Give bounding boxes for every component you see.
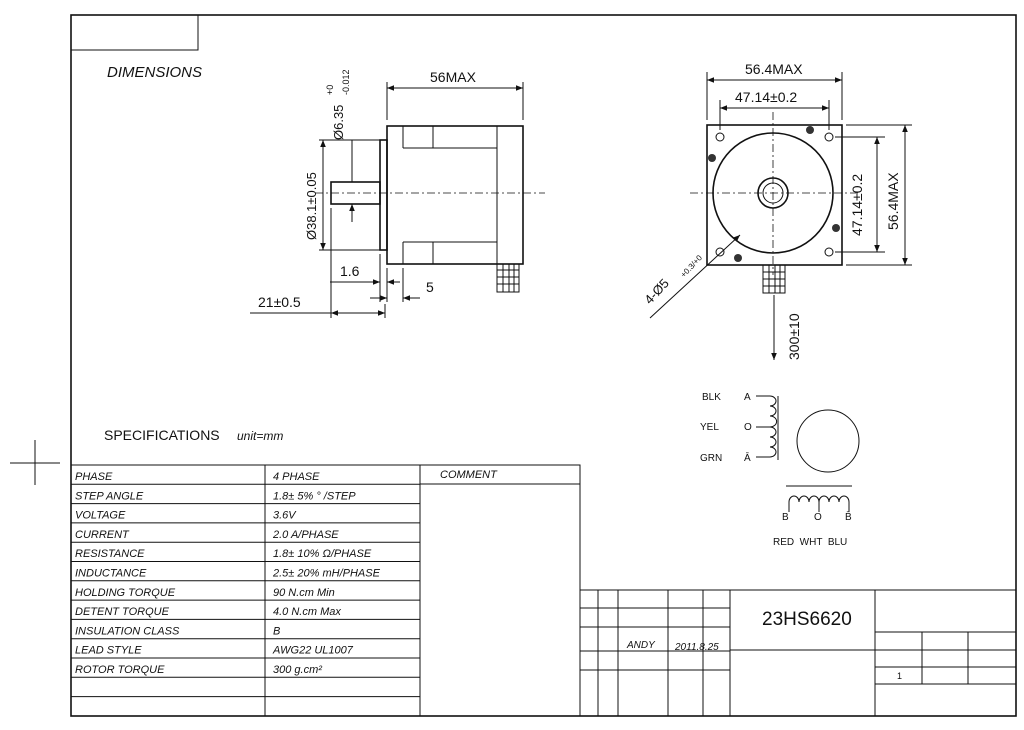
part-number: 23HS6620 xyxy=(762,609,852,630)
dim-boss-height: 1.6 xyxy=(340,263,360,279)
pin-o-left: O xyxy=(744,422,752,433)
pin-a-bar: Ā xyxy=(744,452,751,464)
spec-param: LEAD STYLE xyxy=(75,645,142,657)
dim-shaft-tol-upper: +0 xyxy=(325,85,335,95)
dim-hole-spacing-h: 47.14±0.2 xyxy=(735,89,797,105)
dim-boss-dia: Ø38.1±0.05 xyxy=(304,172,319,240)
dim-flange-thk: 5 xyxy=(426,279,434,295)
spec-table: COMMENT PHASE 4 PHASE STEP ANGLE 1.8± 5% ° … xyxy=(70,464,581,717)
motor-side-view: 56MAX Ø6.35 +0 -0.012 Ø38.1±0.05 1.6 5 2… xyxy=(250,69,545,318)
dim-shaft-tol-lower: -0.012 xyxy=(341,69,351,95)
wire-label-blk: BLK xyxy=(702,392,721,403)
spec-param: INDUCTANCE xyxy=(75,568,147,580)
spec-value: 4 PHASE xyxy=(273,471,320,483)
spec-value: 2.5± 20% mH/PHASE xyxy=(272,568,381,580)
spec-value: 300 g.cm² xyxy=(273,664,322,676)
spec-value: 1.8± 10% Ω/PHASE xyxy=(273,548,372,560)
wire-label-yel: YEL xyxy=(700,422,719,433)
spec-param: RESISTANCE xyxy=(75,548,145,560)
spec-param: INSULATION CLASS xyxy=(75,625,180,637)
dim-side-length: 56MAX xyxy=(430,69,477,85)
dim-hole-spacing-v: 47.14±0.2 xyxy=(849,174,865,236)
dim-shaft-length: 21±0.5 xyxy=(258,294,301,310)
dim-shaft-dia: Ø6.35 xyxy=(331,105,346,140)
wiring-diagram: BLK YEL GRN A O Ā B O B̄ RED WHT BLU xyxy=(700,392,860,548)
spec-value: 90 N.cm Min xyxy=(273,587,335,599)
spec-param: CURRENT xyxy=(75,529,130,541)
wire-colors-bottom: RED WHT BLU xyxy=(773,537,847,548)
spec-value: AWG22 UL1007 xyxy=(272,645,354,657)
motor-front-view: 56.4MAX 47.14±0.2 47.14±0.2 56.4MAX 4-Ø5… xyxy=(641,61,912,360)
dim-front-width: 56.4MAX xyxy=(745,61,803,77)
drawing-date: 2011.8.25 xyxy=(674,642,719,653)
spec-param: DETENT TORQUE xyxy=(75,606,170,618)
lead-wires-side xyxy=(496,263,520,293)
spec-value: 2.0 A/PHASE xyxy=(272,529,339,541)
spec-param: ROTOR TORQUE xyxy=(75,664,165,676)
pin-a: A xyxy=(744,392,751,403)
spec-value: 3.6V xyxy=(273,510,297,522)
spec-param: PHASE xyxy=(75,471,113,483)
dim-lead-length: 300±10 xyxy=(786,313,802,360)
comment-header: COMMENT xyxy=(440,469,498,481)
sheet-number: 1 xyxy=(897,671,902,681)
spec-param: VOLTAGE xyxy=(75,510,126,522)
drawn-by: ANDY xyxy=(626,640,656,651)
pin-b: B xyxy=(782,512,789,523)
dim-front-height: 56.4MAX xyxy=(885,172,901,230)
wire-label-grn: GRN xyxy=(700,453,722,464)
title-block: 23HS6620 ANDY 2011.8.25 1 xyxy=(579,589,1017,717)
pin-b-bar: B̄ xyxy=(845,510,852,523)
specifications-heading: SPECIFICATIONS xyxy=(104,427,220,443)
spec-param: STEP ANGLE xyxy=(75,490,144,502)
dimensions-heading: DIMENSIONS xyxy=(107,64,202,81)
spec-value: 4.0 N.cm Max xyxy=(273,606,341,618)
spec-value: 1.8± 5% ° /STEP xyxy=(273,490,356,502)
lead-wires-front xyxy=(762,264,786,294)
spec-param: HOLDING TORQUE xyxy=(75,587,176,599)
unit-label: unit=mm xyxy=(237,429,283,443)
spec-value: B xyxy=(273,625,280,637)
pin-o-bottom: O xyxy=(814,512,822,523)
dim-holes-tol: +0.3/+0 xyxy=(679,253,704,279)
